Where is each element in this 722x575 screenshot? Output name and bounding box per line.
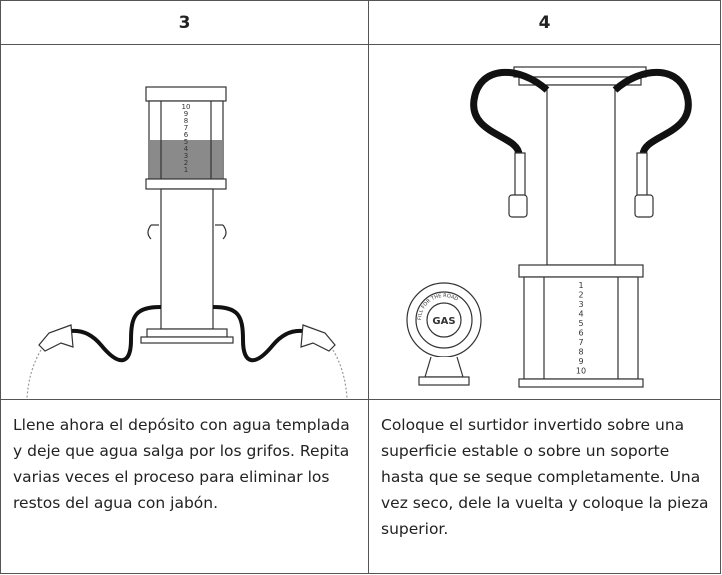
- step-4-number: 4: [538, 12, 551, 33]
- tank-scale-number: 3: [184, 152, 188, 160]
- tank-scale-number: 8: [184, 117, 188, 125]
- step-4-text: Coloque el surtidor invertido sobre una …: [381, 416, 709, 538]
- badge-text: GAS: [432, 316, 455, 327]
- tank-scale-number: 7: [184, 124, 188, 132]
- tank-scale-number: 9: [578, 357, 583, 366]
- water-stream-right: [332, 349, 348, 399]
- tank-scale-number: 10: [576, 367, 586, 376]
- tank-scale-number: 3: [578, 300, 583, 309]
- tank-scale-number: 4: [578, 310, 583, 319]
- hose-left-inverted: [470, 68, 550, 156]
- step-3-header: 3: [1, 1, 369, 45]
- tank-inverted: [523, 276, 639, 380]
- tank-scale-number: 9: [184, 110, 188, 118]
- hose-left: [70, 305, 162, 363]
- tank-scale-number: 5: [578, 319, 583, 328]
- hose-right-inverted: [612, 68, 692, 156]
- tank-scale-number: 4: [184, 145, 189, 153]
- tank-scale-number: 10: [182, 103, 191, 111]
- tank-scale-number: 2: [578, 291, 583, 300]
- inverted-base: [513, 66, 647, 78]
- nozzle-left: [38, 324, 74, 352]
- step-3-text: Llene ahora el depósito con agua templad…: [1, 400, 369, 573]
- tank-scale-number: 1: [184, 166, 188, 174]
- tank-top: [145, 86, 227, 102]
- dispenser-column: [160, 188, 214, 330]
- tank-scale-number: 8: [578, 348, 583, 357]
- tank-scale-number: 2: [184, 159, 188, 167]
- nozzle-right: [300, 324, 336, 352]
- water-stream-left: [26, 349, 42, 399]
- hose-right: [212, 305, 304, 363]
- tank-scale-number: 6: [184, 131, 189, 139]
- tank-scale-number: 7: [578, 338, 583, 347]
- tank-scale-number: 5: [184, 138, 188, 146]
- tank-scale-number: 1: [578, 281, 583, 290]
- badge-stand: [418, 376, 470, 386]
- tank-scale-number: 6: [578, 329, 583, 338]
- dispenser-column-inverted: [546, 84, 616, 266]
- step-4-header: 4: [369, 1, 720, 45]
- step-3-number: 3: [178, 12, 191, 33]
- water-level: [150, 140, 222, 179]
